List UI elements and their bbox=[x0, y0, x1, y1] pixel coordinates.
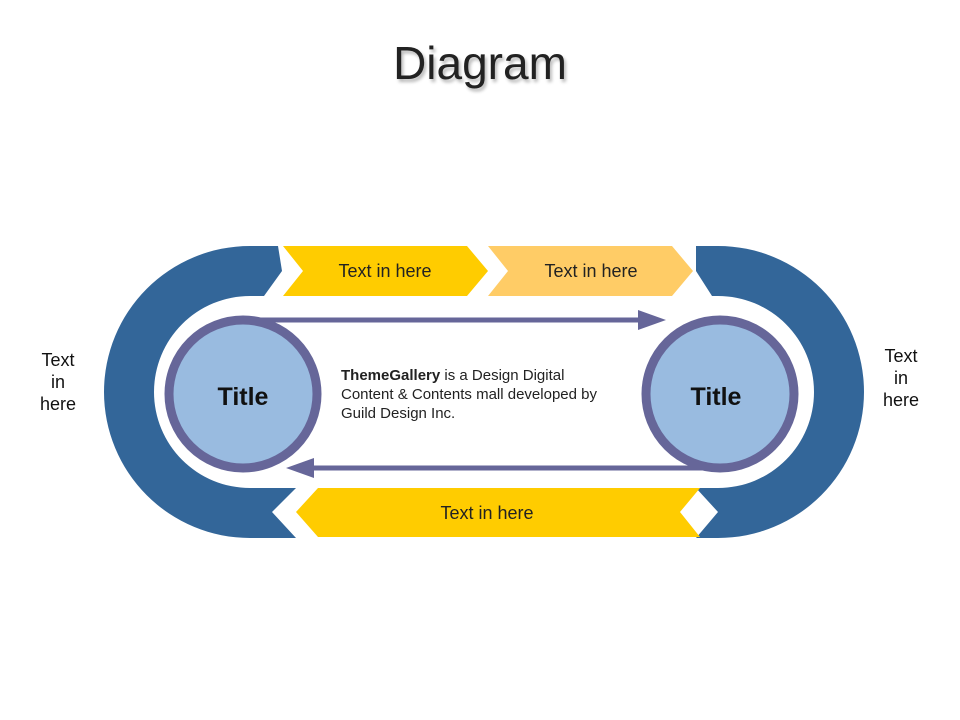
top-arrow-head bbox=[638, 310, 666, 330]
brand-name: ThemeGallery bbox=[341, 367, 441, 384]
side-label-left: Text in here bbox=[18, 349, 98, 415]
banner-top-left bbox=[283, 246, 488, 296]
bottom-arrow-head bbox=[286, 458, 314, 478]
right-circle-title: Title bbox=[691, 383, 742, 411]
description-line-3: Guild Design Inc. bbox=[341, 405, 456, 422]
side-label-left-line: Text bbox=[41, 350, 75, 370]
description-line-1-rest: is a Design Digital bbox=[440, 367, 565, 384]
slide-title: Diagram bbox=[393, 37, 567, 89]
description-text: ThemeGallery is a Design Digital Content… bbox=[341, 366, 641, 423]
side-label-right-line: here bbox=[882, 390, 920, 410]
banner-bottom-label: Text in here bbox=[440, 503, 533, 523]
side-label-left-line: in bbox=[50, 372, 65, 392]
description-line-2: Content & Contents mall developed by bbox=[341, 386, 597, 403]
right-circle bbox=[641, 315, 799, 473]
left-circle bbox=[164, 315, 322, 473]
banner-top-right bbox=[488, 246, 693, 296]
banner-top-left-label: Text in here bbox=[338, 261, 431, 281]
banner-bottom bbox=[296, 488, 700, 537]
side-label-right: Text in here bbox=[861, 345, 941, 411]
right-arc bbox=[696, 246, 864, 538]
left-circle-title: Title bbox=[218, 383, 269, 411]
side-label-right-line: in bbox=[893, 368, 908, 388]
left-arc bbox=[104, 246, 296, 538]
side-label-right-line: Text bbox=[884, 346, 918, 366]
side-label-left-line: here bbox=[39, 394, 77, 414]
description-line-1: ThemeGallery is a Design Digital bbox=[341, 366, 641, 385]
banner-top-right-label: Text in here bbox=[544, 261, 637, 281]
